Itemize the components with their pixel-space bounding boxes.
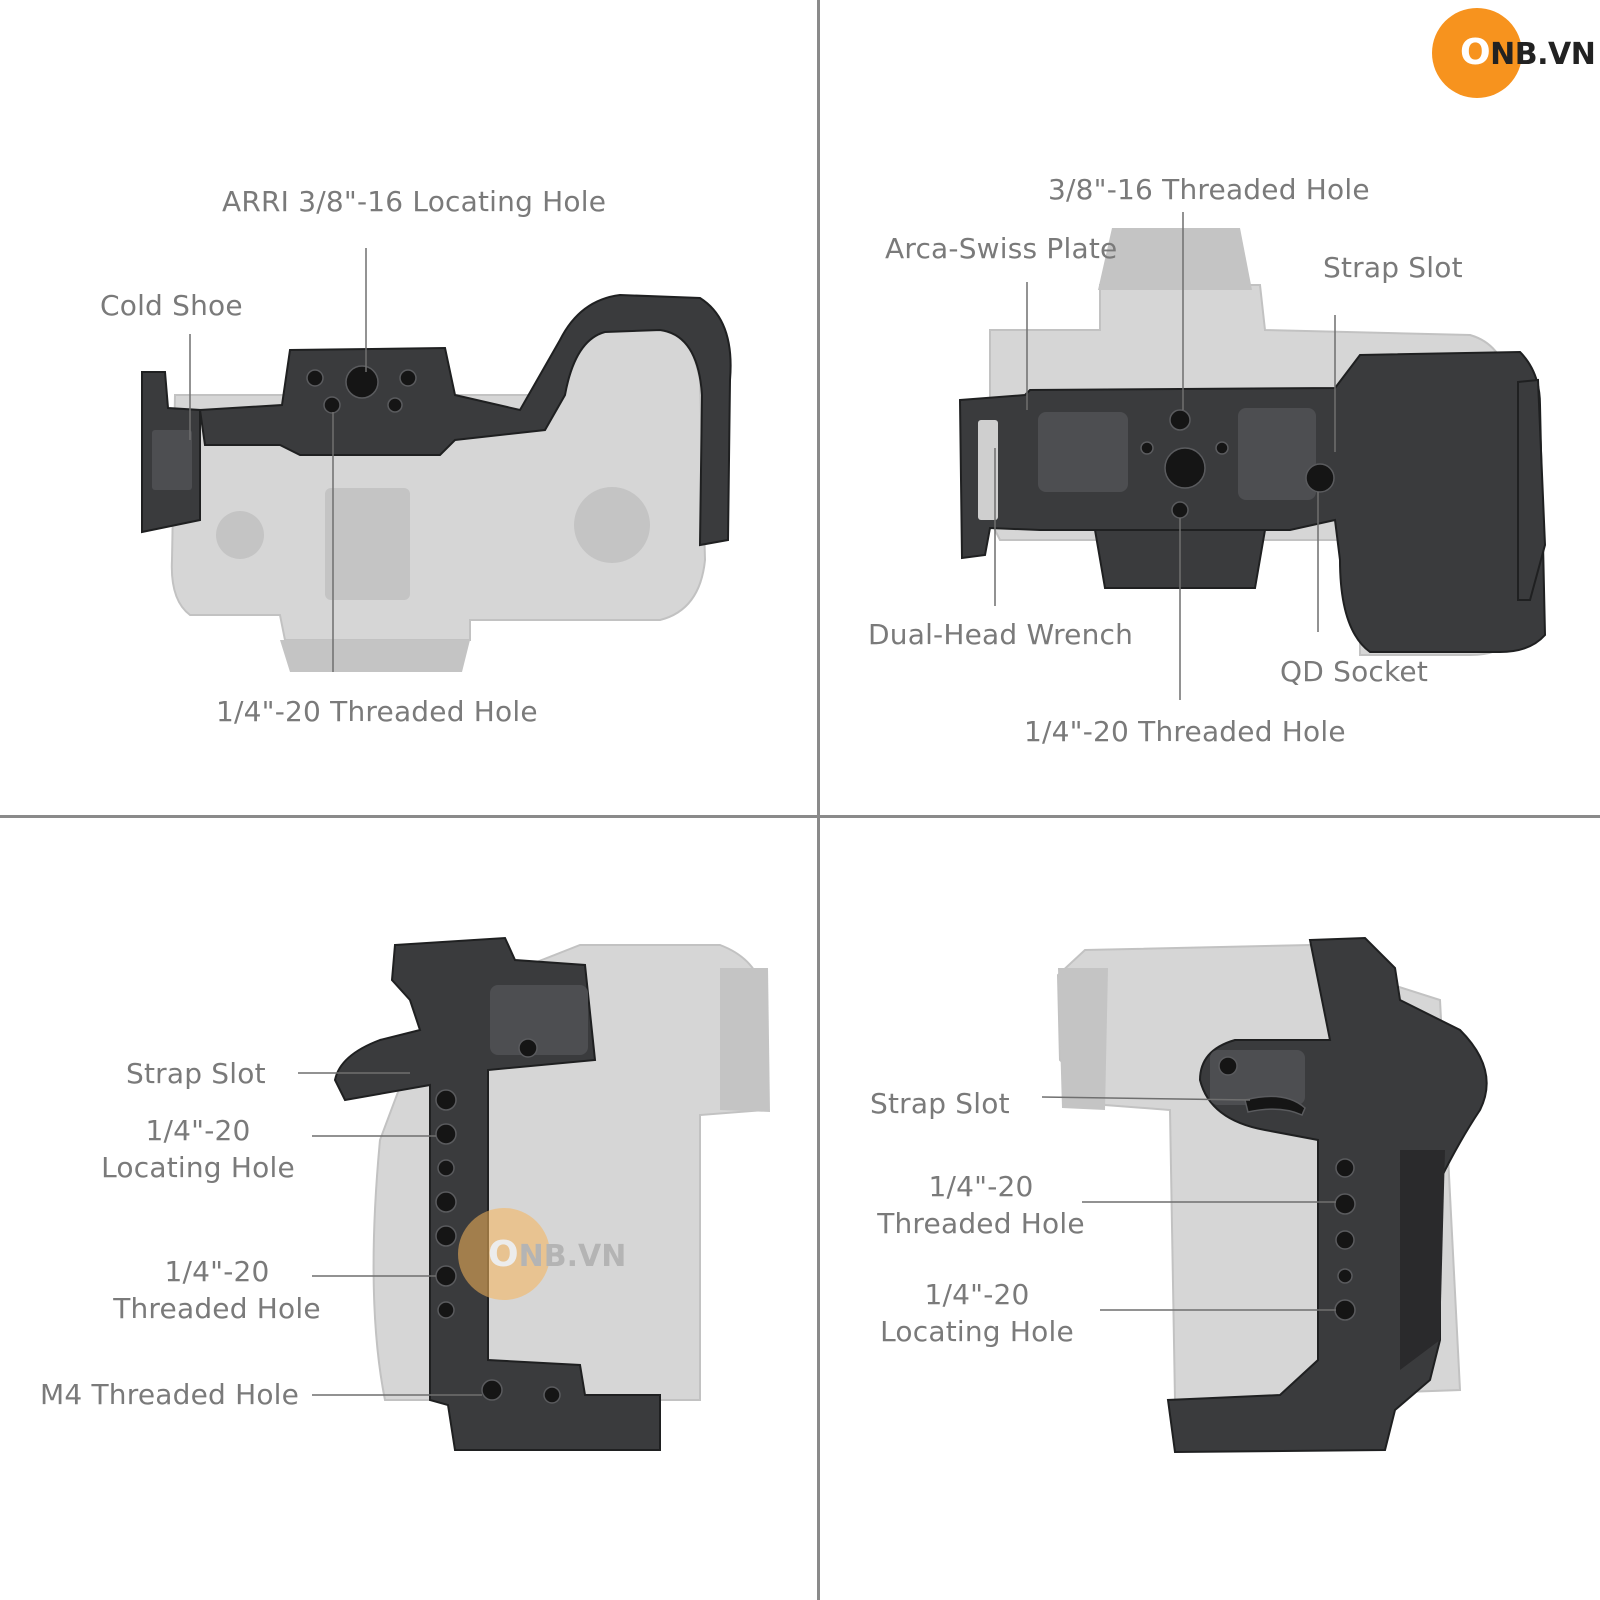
left-side-hole-7 xyxy=(437,1301,455,1319)
left-side-hole-4 xyxy=(435,1191,457,1213)
top-view-illustration xyxy=(141,293,732,672)
right-side-carbon-panel xyxy=(1400,1150,1445,1370)
left-side-hole-9 xyxy=(543,1386,561,1404)
label-right-threaded-line2: Threaded Hole xyxy=(877,1207,1085,1240)
bottom-view-cutout-left xyxy=(1038,412,1128,492)
label-left-locating-hole: 1/4"-20 Locating Hole xyxy=(96,1112,300,1186)
label-top-quarter-threaded-hole: 1/4"-20 Threaded Hole xyxy=(216,695,538,728)
top-view-left-dial xyxy=(216,511,264,559)
bottom-view-illustration xyxy=(958,228,1547,656)
label-arca-swiss-plate: Arca-Swiss Plate xyxy=(885,232,1118,265)
bottom-view-qd-socket xyxy=(1305,463,1335,493)
right-side-hole-3 xyxy=(1335,1230,1355,1250)
label-dual-head-wrench: Dual-Head Wrench xyxy=(868,618,1134,651)
left-side-lock xyxy=(490,985,588,1055)
right-side-eyecup xyxy=(1058,968,1108,1110)
left-side-threaded-hole xyxy=(435,1265,457,1287)
watermark-circle xyxy=(458,1208,550,1300)
right-side-strap-slot xyxy=(1244,1095,1306,1116)
top-view-mode-dial xyxy=(574,487,650,563)
bottom-view-cutout-right xyxy=(1238,408,1316,500)
watermark-text: ONB.VN xyxy=(488,1234,627,1275)
label-cold-shoe: Cold Shoe xyxy=(100,289,243,322)
top-view-eyecup xyxy=(280,640,470,672)
top-view-cage-top xyxy=(198,293,732,547)
left-side-lock-knob xyxy=(518,1038,538,1058)
label-left-locating-line2: Locating Hole xyxy=(101,1151,295,1184)
right-side-threaded-hole xyxy=(1334,1193,1356,1215)
label-left-m4-threaded-hole: M4 Threaded Hole xyxy=(40,1378,300,1411)
label-left-strap-slot: Strap Slot xyxy=(126,1057,266,1090)
label-right-strap-slot: Strap Slot xyxy=(870,1087,1010,1120)
top-view-hole-2 xyxy=(399,369,417,387)
label-qd-socket: QD Socket xyxy=(1280,655,1429,688)
right-side-hole-4 xyxy=(1337,1268,1353,1284)
bottom-view-38-hole xyxy=(1169,409,1191,431)
label-left-threaded-line2: Threaded Hole xyxy=(113,1292,321,1325)
top-view-hole-1 xyxy=(306,369,324,387)
label-38-threaded-hole: 3/8"-16 Threaded Hole xyxy=(1048,173,1370,206)
bottom-view-viewfinder xyxy=(1098,228,1252,290)
brand-logo: ONB.VN xyxy=(1432,8,1596,98)
right-side-illustration xyxy=(1056,936,1488,1454)
vertical-divider xyxy=(817,0,820,1600)
logo-circle xyxy=(1432,8,1522,98)
label-strap-slot-top: Strap Slot xyxy=(1323,251,1463,284)
right-side-locating-hole xyxy=(1334,1299,1356,1321)
left-side-locating-hole xyxy=(435,1123,457,1145)
top-view-hole-3 xyxy=(387,397,403,413)
right-side-hole-1 xyxy=(1335,1158,1355,1178)
top-view-arri-hole xyxy=(345,365,379,399)
horizontal-divider xyxy=(0,815,1600,818)
bottom-view-main-screw xyxy=(1164,447,1206,489)
watermark: ONB.VN xyxy=(458,1208,638,1300)
left-side-eyecup xyxy=(720,968,770,1112)
leader-lines xyxy=(189,212,1336,1396)
label-right-locating-hole: 1/4"-20 Locating Hole xyxy=(874,1276,1080,1350)
label-right-threaded-hole: 1/4"-20 Threaded Hole xyxy=(872,1168,1090,1242)
label-right-locating-line2: Locating Hole xyxy=(880,1315,1074,1348)
label-left-threaded-hole: 1/4"-20 Threaded Hole xyxy=(110,1253,324,1327)
left-side-cage xyxy=(333,936,661,1451)
bottom-view-grip xyxy=(1517,378,1547,601)
top-view-cold-shoe xyxy=(152,430,192,490)
top-view-quarter-hole xyxy=(323,396,341,414)
bottom-view-wrench xyxy=(978,420,998,520)
bottom-view-arca-plate xyxy=(958,350,1547,653)
label-left-locating-line1: 1/4"-20 xyxy=(145,1114,251,1147)
left-side-m4-hole xyxy=(481,1379,503,1401)
left-side-hole-5 xyxy=(435,1225,457,1247)
right-side-lock-knob xyxy=(1218,1056,1238,1076)
label-right-locating-line1: 1/4"-20 xyxy=(924,1278,1030,1311)
left-side-hole-3 xyxy=(437,1159,455,1177)
bottom-view-hole-2 xyxy=(1215,441,1229,455)
top-view-hot-shoe xyxy=(325,488,410,600)
bottom-view-quarter-hole xyxy=(1171,501,1189,519)
left-side-illustration xyxy=(333,936,770,1451)
bottom-view-hole-1 xyxy=(1140,441,1154,455)
leader-right-strap xyxy=(1041,1096,1251,1101)
label-right-threaded-line1: 1/4"-20 xyxy=(928,1170,1034,1203)
label-arri-locating-hole: ARRI 3/8"-16 Locating Hole xyxy=(222,185,607,218)
left-side-hole-1 xyxy=(435,1089,457,1111)
label-bottom-quarter-threaded-hole: 1/4"-20 Threaded Hole xyxy=(1024,715,1346,748)
logo-text: ONB.VN xyxy=(1460,32,1596,73)
label-left-threaded-line1: 1/4"-20 xyxy=(164,1255,270,1288)
